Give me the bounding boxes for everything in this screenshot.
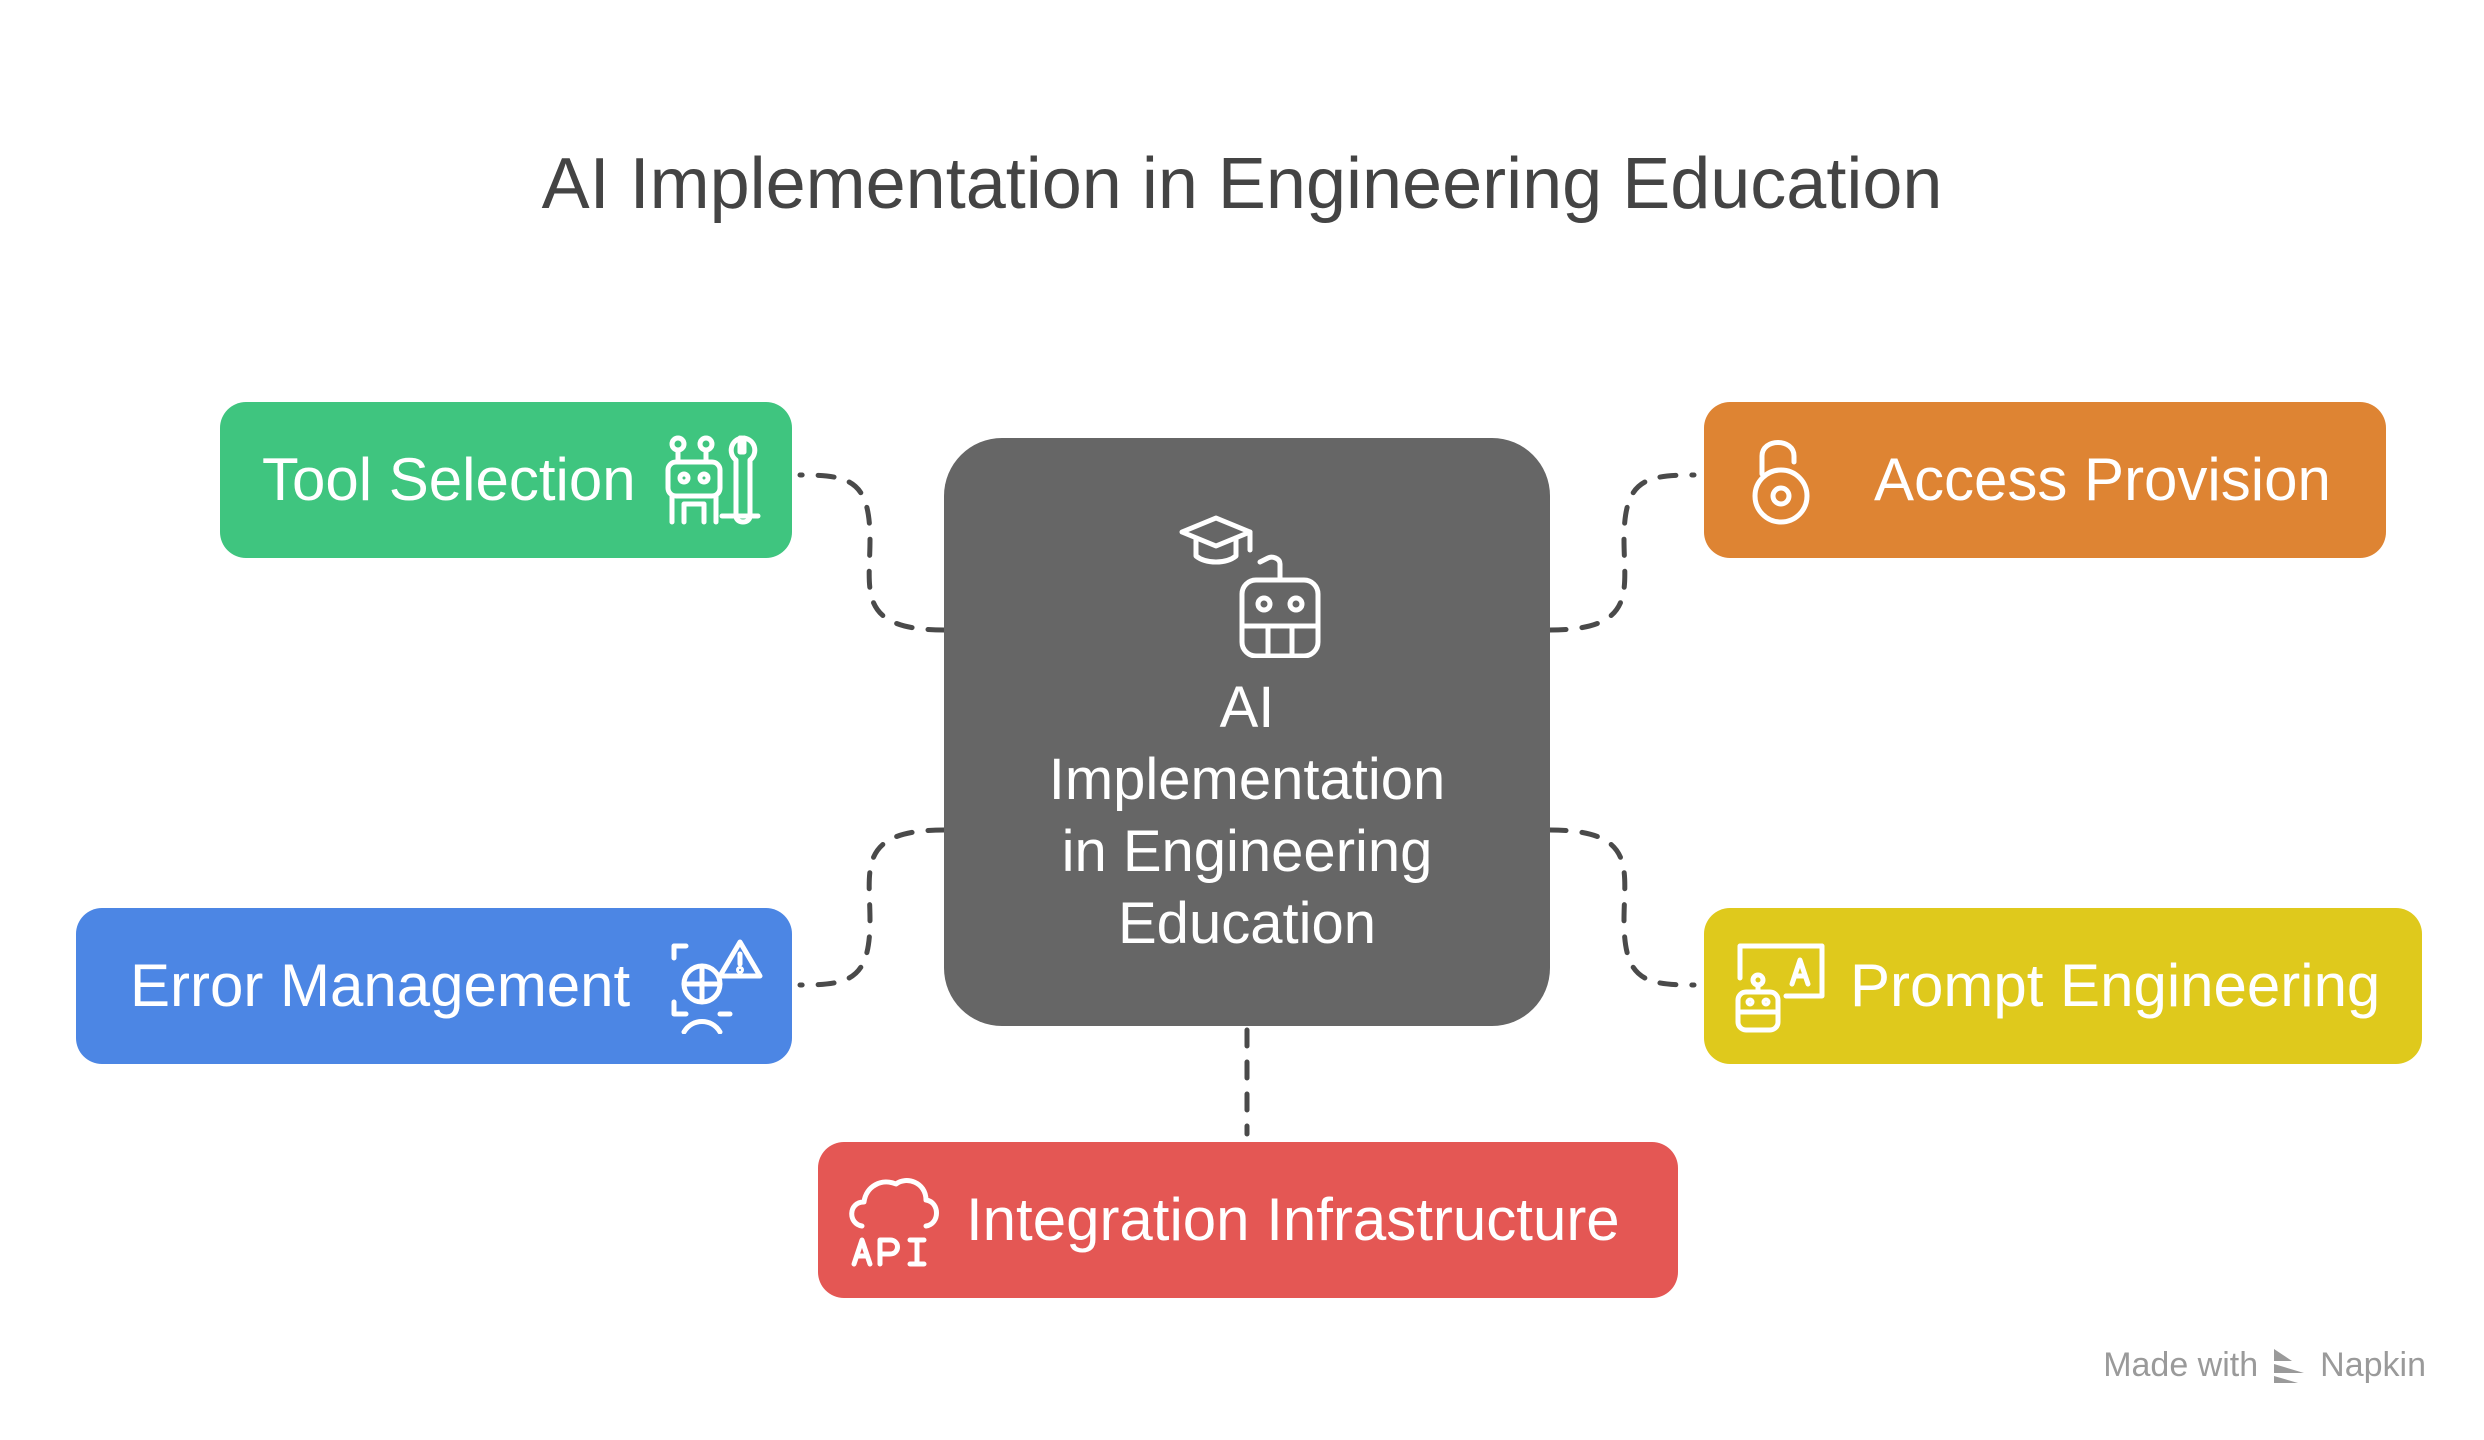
made-with-napkin-badge[interactable]: Made with Napkin	[2103, 1346, 2426, 1385]
center-node[interactable]: AI Implementation in Engineering Educati…	[944, 438, 1550, 1026]
cloud-api-icon	[849, 1178, 939, 1267]
connector-error-management	[797, 827, 947, 988]
error-management-node[interactable]: Error Management	[76, 908, 792, 1064]
connector-prompt-engineering	[1547, 827, 1697, 988]
prompt-engineering-label: Prompt Engineering	[1850, 952, 2381, 1019]
tool-selection-node[interactable]: Tool Selection	[220, 402, 792, 558]
prompt-engineering-node[interactable]: Prompt Engineering	[1704, 908, 2422, 1064]
integration-infrastructure-label: Integration Infrastructure	[966, 1186, 1620, 1253]
made-with-label: Made with	[2103, 1346, 2259, 1384]
padlock-icon	[1752, 440, 1810, 525]
robot-wrench-icon	[665, 435, 761, 525]
error-management-label: Error Management	[130, 952, 631, 1019]
robot-prompt-board-icon	[1735, 943, 1825, 1033]
tool-selection-label: Tool Selection	[262, 446, 636, 513]
connector-access-provision	[1547, 472, 1697, 633]
integration-infrastructure-node[interactable]: Integration Infrastructure	[818, 1142, 1678, 1298]
access-provision-label: Access Provision	[1874, 446, 2331, 513]
center-node-label: AI Implementation in Engineering Educati…	[1048, 675, 1446, 956]
access-provision-node[interactable]: Access Provision	[1704, 402, 2386, 558]
napkin-brand-label: Napkin	[2320, 1346, 2426, 1384]
napkin-logo-icon	[2274, 1348, 2305, 1383]
error-scan-warning-icon	[671, 939, 763, 1034]
diagram-title: AI Implementation in Engineering Educati…	[541, 144, 1943, 224]
connector-tool-selection	[797, 472, 947, 633]
graduation-cap-robot-icon	[1179, 515, 1321, 658]
